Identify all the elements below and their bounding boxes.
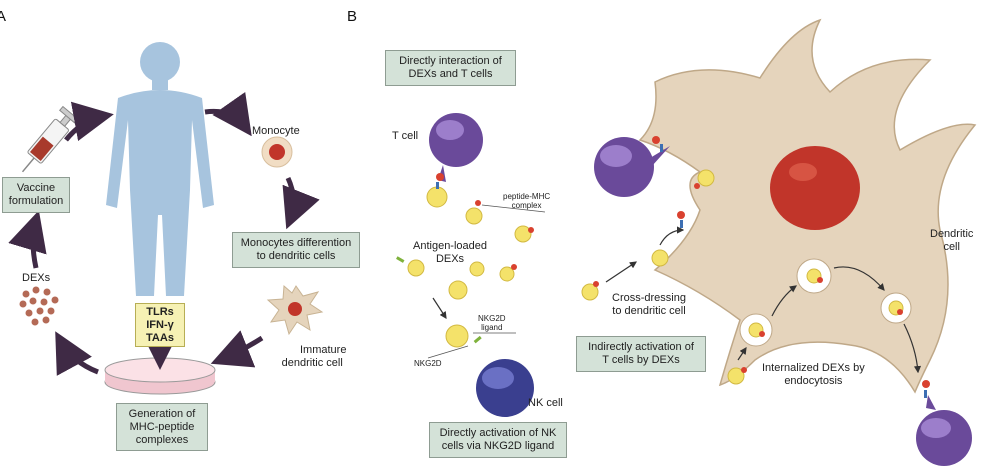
direct-nk-box: Directly activation of NK cells via NKG2… xyxy=(429,422,567,458)
direct-nk-line1: Directly activation of NK xyxy=(439,427,557,439)
mono-diff-line1: Monocytes differention xyxy=(240,237,352,249)
ligand-line1: NKG2D xyxy=(478,314,506,323)
direct-nk-line2: cells via NKG2D ligand xyxy=(441,440,555,452)
peptide-mhc-markers xyxy=(396,136,930,398)
arrow-up-small xyxy=(659,226,685,246)
generation-line3: complexes xyxy=(135,433,189,446)
syringe-icon xyxy=(21,105,81,173)
stimulus-ifn: IFN-γ xyxy=(146,318,174,331)
antigen-line1: Antigen-loaded xyxy=(413,240,488,252)
stimulus-taas: TAAs xyxy=(146,331,174,344)
arrow-cross-dressing xyxy=(605,261,637,283)
t-cell-bottom-icon xyxy=(916,395,972,466)
direct-t-box: Directly interaction of DEXs and T cells xyxy=(385,50,516,86)
stimulus-tlrs: TLRs xyxy=(146,305,174,318)
immature-dendritic-cell-icon xyxy=(266,284,324,336)
direct-t-line2: DEXs and T cells xyxy=(408,68,493,80)
dexs-label: DEXs xyxy=(22,272,51,284)
nkg2d-ligand-label: NKG2D ligand xyxy=(478,314,506,332)
antigen-line2: DEXs xyxy=(435,253,465,265)
stimuli-box: TLRs IFN-γ TAAs xyxy=(135,303,185,347)
dendritic-cell-label: Dendritic cell xyxy=(930,228,973,254)
arrow-immature-to-dish xyxy=(210,330,264,368)
generation-line2: MHC-peptide xyxy=(129,420,195,433)
nk-cell-icon xyxy=(476,359,534,417)
nk-cell-label: NK cell xyxy=(528,397,563,409)
monocyte-label: Monocyte xyxy=(252,125,300,137)
vaccine-line1: Vaccine xyxy=(16,182,56,194)
panel-label-b: B xyxy=(347,8,358,25)
internalized-line1: Internalized DEXs by xyxy=(762,362,865,374)
panel-label-a: A xyxy=(0,8,7,25)
vaccine-line2: formulation xyxy=(8,195,64,207)
arrow-dex-to-nk xyxy=(432,297,447,320)
indirect-line2: T cells by DEXs xyxy=(602,354,680,366)
antigen-dexs-label: Antigen-loaded DEXs xyxy=(413,240,487,266)
dexs-dots-icon xyxy=(19,286,59,326)
peptide-mhc-label: peptide-MHC complex xyxy=(503,192,550,210)
immature-line2: dendritic cell xyxy=(281,357,343,369)
direct-t-line1: Directly interaction of xyxy=(399,55,502,67)
cross-dressing-label: Cross-dressing to dendritic cell xyxy=(612,292,686,318)
t-cell-left-icon xyxy=(594,137,670,197)
leader-nkg2d xyxy=(427,345,469,359)
arrow-body-to-monocyte xyxy=(204,91,252,137)
monocyte-differentiation-box: Monocytes differention to dendritic cell… xyxy=(232,232,360,268)
indirect-line1: Indirectly activation of xyxy=(588,341,694,353)
generation-box: Generation of MHC-peptide complexes xyxy=(116,403,208,451)
arrow-endocytosis-2 xyxy=(771,285,797,317)
cross-line1: Cross-dressing xyxy=(612,292,686,304)
dendritic-line2: cell xyxy=(943,241,960,253)
cross-line2: to dendritic cell xyxy=(612,305,686,317)
arrow-syringe-to-body xyxy=(64,101,114,142)
immature-dc-label: Immature dendritic cell xyxy=(278,344,347,370)
nkg2d-label: NKG2D xyxy=(414,359,442,368)
peptide-mhc-line2: complex xyxy=(511,201,542,210)
generation-line1: Generation of xyxy=(128,407,196,420)
arrow-endocytosis-4 xyxy=(903,323,922,374)
leader-peptide-mhc xyxy=(481,204,546,213)
vaccine-box: Vaccine formulation xyxy=(2,177,70,213)
ligand-line2: ligand xyxy=(481,323,503,332)
petri-dish-icon xyxy=(104,357,216,395)
arrow-endocytosis-1 xyxy=(737,347,747,361)
human-body-icon xyxy=(106,42,214,296)
internalized-label: Internalized DEXs by endocytosis xyxy=(762,362,865,388)
peptide-mhc-line1: peptide-MHC xyxy=(503,192,551,201)
arrow-dexs-to-vaccine xyxy=(8,210,47,269)
arrow-monocyte-to-diff xyxy=(282,176,320,230)
dendritic-line1: Dendritic xyxy=(930,228,974,240)
t-cell-label: T cell xyxy=(392,130,419,142)
mono-diff-line2: to dendritic cells xyxy=(256,250,336,262)
monocyte-cell-icon xyxy=(261,136,293,168)
arrow-endocytosis-3 xyxy=(833,266,885,291)
arrow-dish-to-dexs xyxy=(55,331,99,376)
indirect-t-box: Indirectly activation of T cells by DEXs xyxy=(576,336,706,372)
immature-line1: Immature xyxy=(300,344,347,356)
internalized-line2: endocytosis xyxy=(784,375,843,387)
t-cell-top-icon xyxy=(429,113,483,182)
